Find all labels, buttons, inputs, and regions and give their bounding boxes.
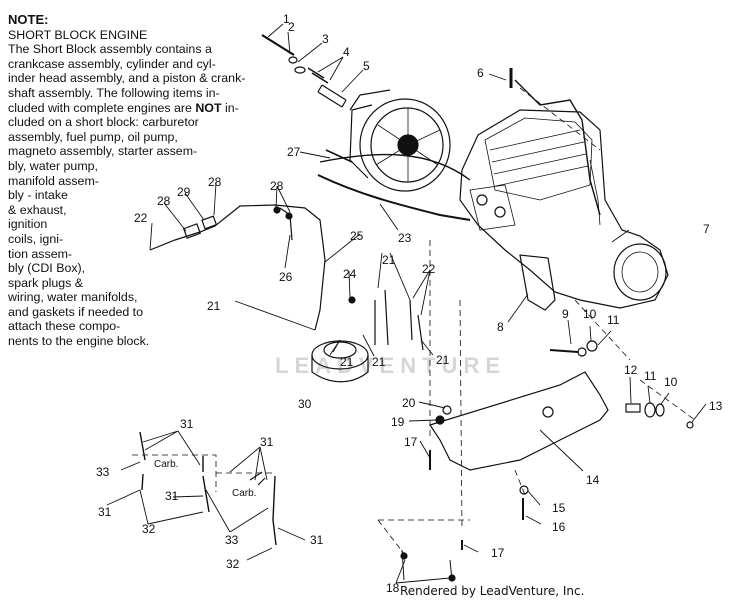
callout-22-right: 22 bbox=[422, 262, 436, 276]
engine-block-drawing bbox=[459, 109, 669, 311]
note-line: tion assem- bbox=[8, 246, 73, 261]
callout-14: 14 bbox=[586, 473, 600, 487]
carb-label-left: Carb. bbox=[154, 459, 178, 470]
note-line: bly (CDI Box), bbox=[8, 261, 86, 276]
callout-6: 6 bbox=[477, 66, 484, 80]
callout-17-lower: 17 bbox=[491, 546, 505, 560]
note-line: The Short Block assembly contains a bbox=[8, 42, 212, 57]
callout-8: 8 bbox=[497, 320, 504, 334]
callout-1: 1 bbox=[283, 12, 290, 26]
callout-25: 25 bbox=[350, 229, 364, 243]
note-line: inder head assembly, and a piston & cran… bbox=[8, 71, 246, 86]
recoil-starter-drawing bbox=[349, 89, 451, 192]
note-line: wiring, water manifolds, bbox=[8, 290, 138, 305]
callout-19: 19 bbox=[391, 415, 405, 429]
callout-28-left: 28 bbox=[157, 194, 171, 208]
carb-label-right: Carb. bbox=[232, 488, 256, 499]
callout-29: 29 bbox=[177, 185, 191, 199]
callout-31-mid: 31 bbox=[165, 489, 179, 503]
callout-2: 2 bbox=[288, 20, 295, 34]
callout-9: 9 bbox=[562, 307, 569, 321]
callout-21-left: 21 bbox=[207, 299, 221, 313]
callout-12: 12 bbox=[624, 363, 638, 377]
callout-33-left: 33 bbox=[96, 465, 110, 479]
callout-11: 11 bbox=[607, 313, 620, 327]
callout-32-left: 32 bbox=[142, 522, 156, 536]
callout-11-lower: 11 bbox=[644, 369, 657, 383]
callout-21-right: 21 bbox=[436, 353, 450, 367]
fuel-pump-drawing bbox=[311, 340, 369, 383]
footer-credit: Rendered by LeadVenture, Inc. bbox=[400, 584, 585, 598]
callout-27: 27 bbox=[287, 145, 301, 159]
spark-plug-wire-drawing bbox=[514, 79, 601, 216]
note-line: & exhaust, bbox=[8, 202, 67, 217]
callout-28-mid: 28 bbox=[208, 175, 222, 189]
callout-5: 5 bbox=[363, 59, 370, 73]
callout-10-lower: 10 bbox=[664, 375, 678, 389]
note-line: cluded with complete engines are NOT in- bbox=[8, 100, 239, 115]
note-line: spark plugs & bbox=[8, 275, 84, 290]
note-line: and gaskets if needed to bbox=[8, 304, 144, 319]
note-line: attach these compo- bbox=[8, 319, 121, 334]
mounting-plate-drawing bbox=[429, 371, 609, 471]
note-line: coils, igni- bbox=[8, 231, 64, 246]
callout-23: 23 bbox=[398, 231, 412, 245]
callout-32-right: 32 bbox=[226, 557, 240, 571]
callout-21-bottom: 21 bbox=[340, 355, 354, 369]
callout-24: 24 bbox=[343, 267, 357, 281]
callout-21-mid: 21 bbox=[372, 355, 386, 369]
callout-21-top: 21 bbox=[382, 253, 396, 267]
callout-4: 4 bbox=[343, 45, 350, 59]
note-title: NOTE: bbox=[8, 12, 49, 27]
note-line: shaft assembly. The following items in- bbox=[8, 85, 220, 100]
note-line: cluded on a short block: carburetor bbox=[8, 115, 199, 130]
note-line: crankcase assembly, cylinder and cyl- bbox=[8, 56, 216, 71]
callout-31-top-right: 31 bbox=[260, 435, 274, 449]
callout-16: 16 bbox=[552, 520, 566, 534]
callout-26: 26 bbox=[279, 270, 293, 284]
note-line: SHORT BLOCK ENGINE bbox=[8, 27, 148, 42]
callout-7: 7 bbox=[703, 222, 710, 236]
note-line: manifold assem- bbox=[8, 173, 99, 188]
note-line: nents to the engine block. bbox=[8, 334, 150, 349]
callout-31-top-left: 31 bbox=[180, 417, 194, 431]
callout-13: 13 bbox=[709, 399, 723, 413]
callout-17-upper: 17 bbox=[404, 435, 418, 449]
callout-22-left: 22 bbox=[134, 211, 148, 225]
callout-18: 18 bbox=[386, 581, 400, 595]
note-line: bly - intake bbox=[8, 188, 68, 203]
callout-10: 10 bbox=[583, 307, 597, 321]
callout-3: 3 bbox=[322, 32, 329, 46]
note-line: assembly, fuel pump, oil pump, bbox=[8, 129, 178, 144]
note-line: magneto assembly, starter assem- bbox=[8, 144, 198, 159]
callout-33-right: 33 bbox=[225, 533, 239, 547]
note-line: ignition bbox=[8, 217, 48, 232]
callout-15: 15 bbox=[552, 501, 566, 515]
callout-31-right: 31 bbox=[310, 533, 324, 547]
note-line: bly, water pump, bbox=[8, 158, 98, 173]
callout-30: 30 bbox=[298, 397, 312, 411]
callout-20: 20 bbox=[402, 396, 416, 410]
callout-28-right: 28 bbox=[270, 179, 284, 193]
callout-31-left: 31 bbox=[98, 505, 112, 519]
